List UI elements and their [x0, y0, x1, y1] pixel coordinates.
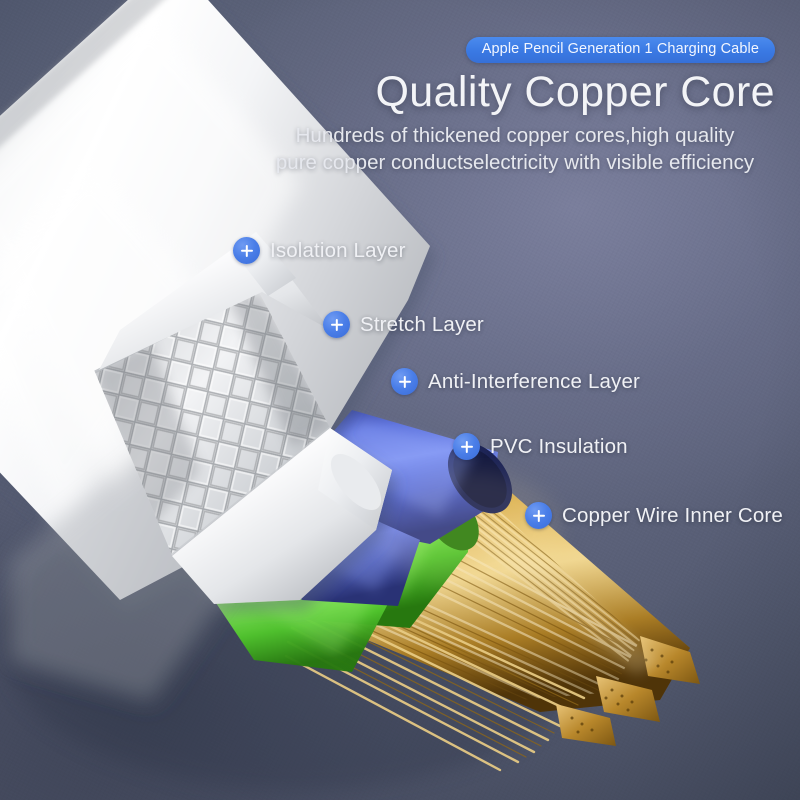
callout-anti-interference-layer: Anti-Interference Layer	[391, 368, 640, 395]
callout-copper-wire-inner-core: Copper Wire Inner Core	[525, 502, 783, 529]
callout-label: Anti-Interference Layer	[428, 369, 640, 393]
plus-badge-icon	[323, 311, 350, 338]
product-name-pill: Apple Pencil Generation 1 Charging Cable	[465, 37, 775, 63]
plus-badge-icon	[453, 433, 480, 460]
callout-label: PVC Insulation	[490, 434, 628, 458]
copper-cut-ends	[556, 636, 700, 746]
plus-badge-icon	[525, 502, 552, 529]
callout-label: Stretch Layer	[360, 312, 484, 336]
plus-badge-icon	[233, 237, 260, 264]
callout-pvc-insulation: PVC Insulation	[453, 433, 628, 460]
callout-isolation-layer: Isolation Layer	[233, 237, 406, 264]
subtitle-line-1: Hundreds of thickened copper cores,high …	[295, 124, 735, 147]
subtitle: Hundreds of thickened copper cores,high …	[255, 122, 775, 176]
outer-jacket	[0, 0, 430, 700]
page-title: Quality Copper Core	[375, 68, 775, 116]
callout-label: Copper Wire Inner Core	[562, 503, 783, 527]
callout-stretch-layer: Stretch Layer	[323, 311, 484, 338]
plus-badge-icon	[391, 368, 418, 395]
subtitle-line-2: pure copper conductselectricity with vis…	[275, 151, 755, 174]
callout-label: Isolation Layer	[270, 238, 406, 262]
